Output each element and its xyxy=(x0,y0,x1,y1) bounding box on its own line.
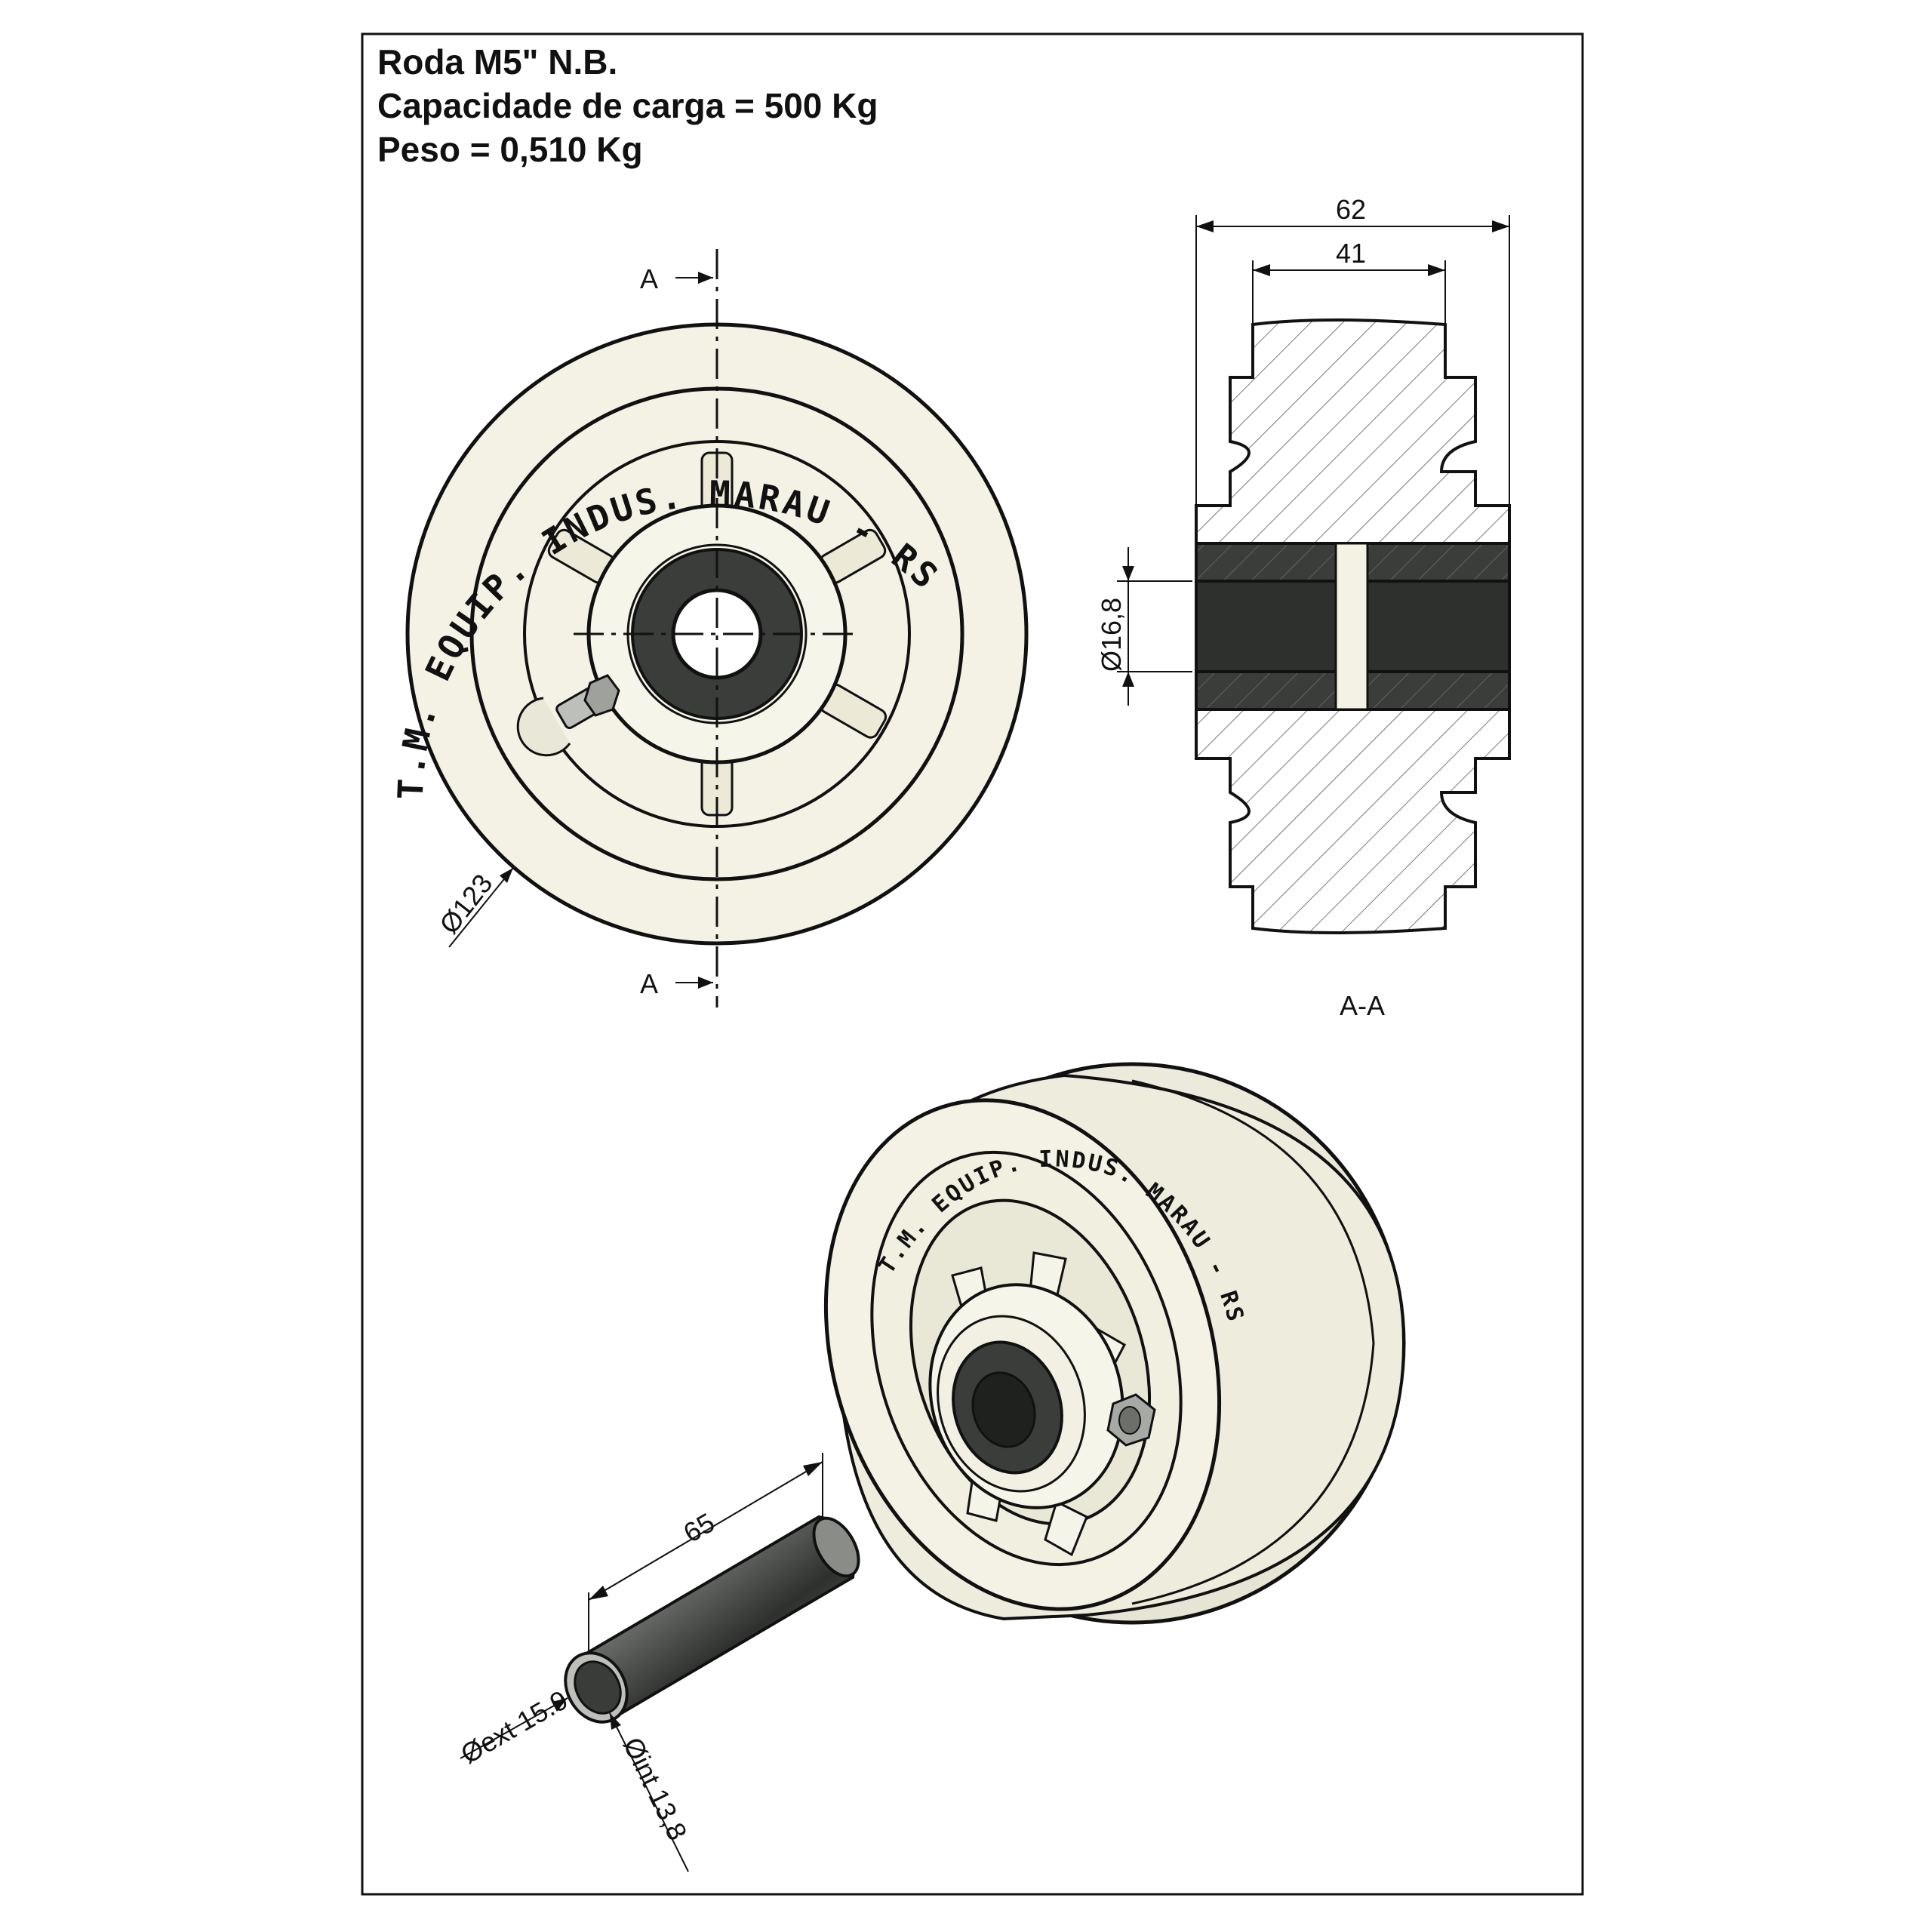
dim-62-arrow-left xyxy=(1196,220,1214,232)
iso-spoke xyxy=(1044,1500,1088,1557)
tube-int-arrowhead xyxy=(610,1713,621,1730)
grease-nipple-hex xyxy=(583,674,620,717)
dim-overall-width: 62 xyxy=(1336,194,1366,225)
section-view: 62 41 Ø16,8 A-A xyxy=(1096,194,1511,1021)
tube-near-end-inner xyxy=(574,1660,622,1715)
tube-dim-arrow-right xyxy=(803,1462,823,1476)
iso-bore xyxy=(971,1371,1036,1448)
front-spokes xyxy=(547,451,888,817)
section-arrowhead-top xyxy=(698,272,713,284)
section-label: A-A xyxy=(1340,990,1385,1021)
iso-tyre-groove xyxy=(1131,1079,1375,1605)
section-mark-top: A xyxy=(640,263,658,294)
tube-dim-arrow-left xyxy=(589,1586,608,1600)
title-wheel-model: Roda M5" N.B. xyxy=(377,42,617,82)
section-lower-body xyxy=(1195,708,1511,934)
dim-41-arrow-left xyxy=(1253,264,1270,276)
section-upper-body xyxy=(1195,318,1511,545)
diameter-label: Ø123 xyxy=(433,868,499,940)
diameter-leader xyxy=(448,867,514,948)
tube-length-label: 65 xyxy=(678,1506,720,1549)
front-view: T.M. EQUIP. INDUS. MARAU - RS A A Ø123 xyxy=(390,249,1029,1008)
title-load-capacity: Capacidade de carga = 500 Kg xyxy=(377,86,878,125)
tube-far-end xyxy=(812,1516,860,1578)
tube-inner-diameter-label: Øint 13,8 xyxy=(617,1733,694,1845)
tube-ext-arrowhead xyxy=(552,1698,568,1712)
tube-dim-line xyxy=(588,1461,823,1601)
tube-int-leader xyxy=(609,1712,689,1872)
title-weight: Peso = 0,510 Kg xyxy=(377,130,643,169)
iso-wheel: T.M. EQUIP. INDUS. MARAU - RS xyxy=(823,1062,1406,1625)
tube-ext-leader xyxy=(460,1697,568,1759)
dim-bore-arrow-bottom xyxy=(1122,672,1134,687)
grease-nipple-dome xyxy=(516,697,571,757)
dim-bore: Ø16,8 xyxy=(1096,598,1127,672)
iso-grease-nipple-tip xyxy=(1118,1406,1141,1435)
dim-bore-arrow-top xyxy=(1122,566,1134,581)
title-block: Roda M5" N.B. Capacidade de carga = 500 … xyxy=(377,42,878,169)
section-arrowhead-bottom xyxy=(698,977,713,989)
dim-41-arrow-right xyxy=(1428,264,1445,276)
section-mark-bottom: A xyxy=(640,968,658,999)
section-grease-channel xyxy=(1334,542,1369,711)
axle-tube: 65 Øext 15.9 Øint 13,8 xyxy=(456,1453,860,1872)
tube-outer-diameter-label: Øext 15.9 xyxy=(456,1684,574,1770)
diameter-arrowhead xyxy=(500,868,513,883)
dim-62-arrow-right xyxy=(1492,220,1509,232)
sheet-border xyxy=(361,32,1584,1896)
grease-nipple xyxy=(516,674,620,757)
dim-tread-width: 41 xyxy=(1336,238,1366,269)
